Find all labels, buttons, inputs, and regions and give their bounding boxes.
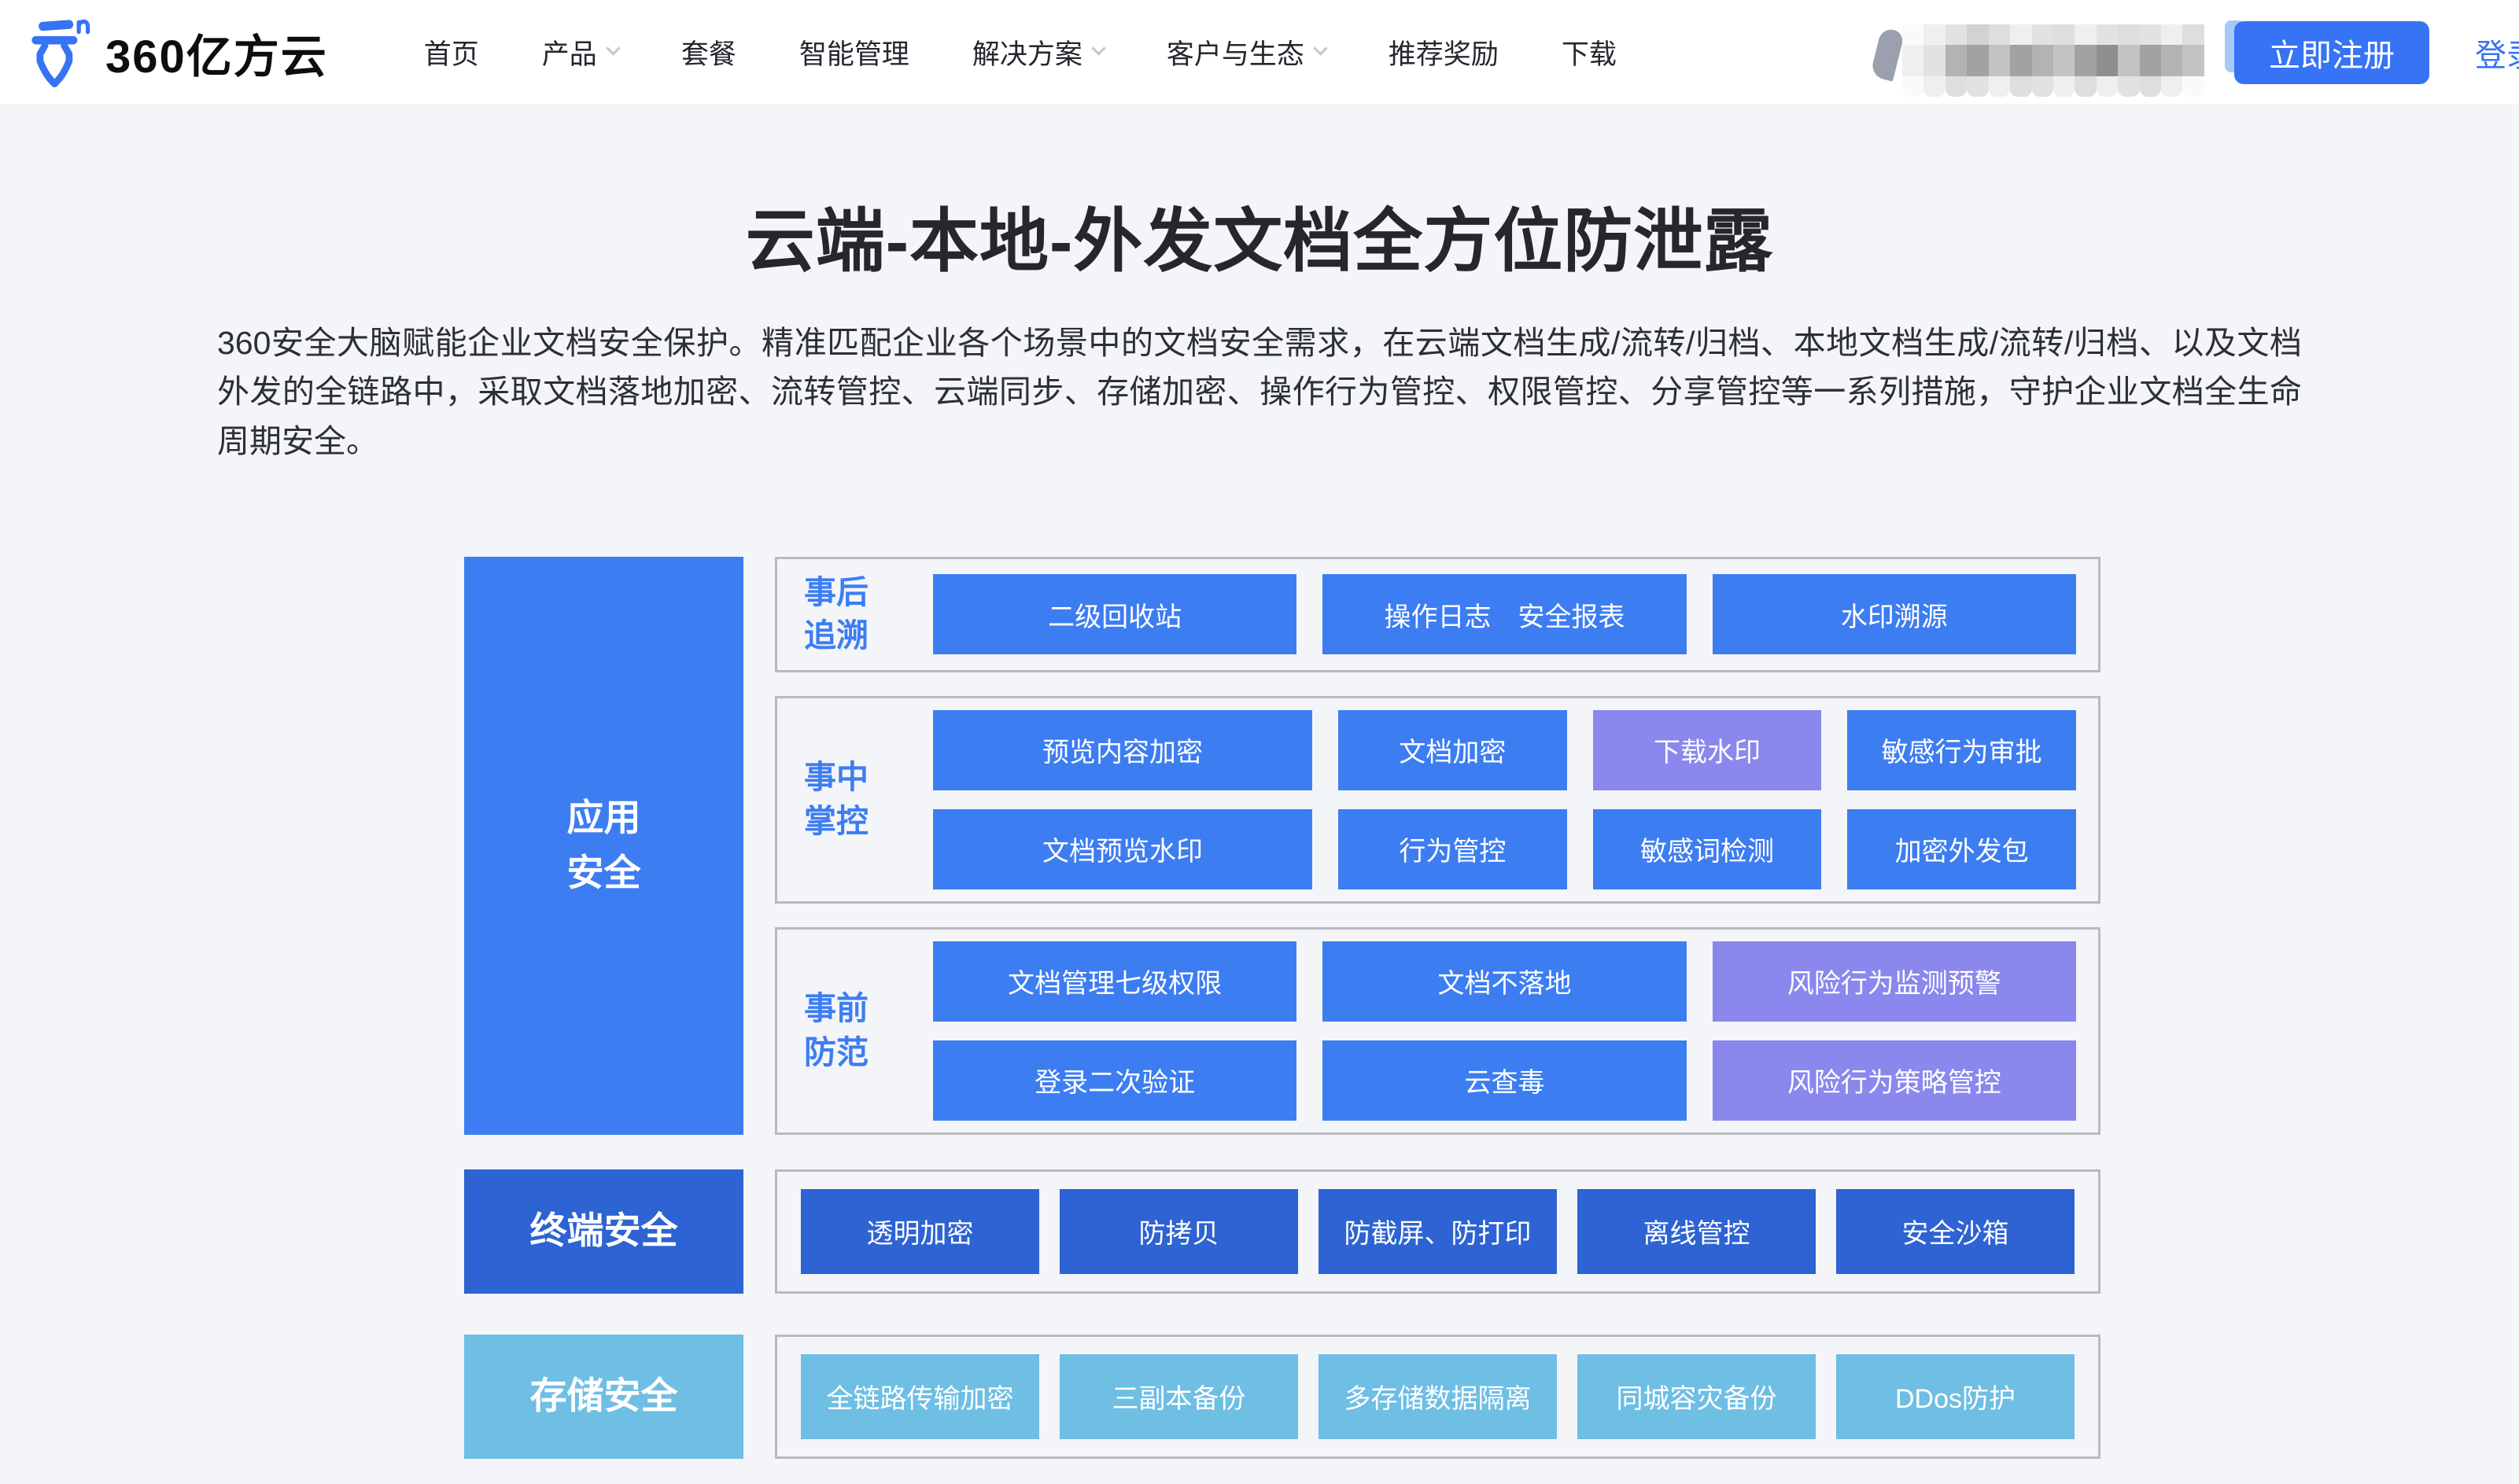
feature-box: 行为管控 — [1338, 808, 1567, 889]
panel-post-event-tracing: 事后追溯 二级回收站 操作日志 安全报表 水印溯源 — [775, 556, 2100, 672]
feature-box: DDos防护 — [1836, 1353, 2075, 1439]
storage-security-group: 存储安全 全链路传输加密 三副本备份 多存储数据隔离 同城容灾备份 DDos防护 — [464, 1334, 2100, 1459]
panel-in-process-control: 事中掌控 预览内容加密 文档加密 下载水印 敏感行为审批 文档预览水印 行为管控… — [775, 695, 2100, 904]
nav-item-products[interactable]: 产品 — [541, 32, 621, 72]
category-storage-security: 存储安全 — [464, 1334, 743, 1459]
feature-box: 离线管控 — [1577, 1188, 1816, 1274]
top-navigation-bar: 360亿方云 首页 产品 套餐 智能管理 解决方案 客户与生态 推荐奖励 下载 — [0, 0, 2519, 105]
feature-row: 透明加密 防拷贝 防截屏、防打印 离线管控 安全沙箱 — [801, 1188, 2075, 1274]
blurred-phone-icon — [1869, 26, 1905, 82]
panel-terminal-security: 透明加密 防拷贝 防截屏、防打印 离线管控 安全沙箱 — [775, 1169, 2100, 1294]
nav-item-download[interactable]: 下载 — [1562, 32, 1617, 72]
register-button[interactable]: 立即注册 — [2234, 20, 2429, 84]
feature-box: 二级回收站 — [933, 574, 1297, 655]
nav-item-solutions[interactable]: 解决方案 — [972, 32, 1106, 72]
nav-item-customers-ecosystem[interactable]: 客户与生态 — [1166, 32, 1328, 72]
nav-item-plans[interactable]: 套餐 — [681, 32, 736, 72]
page-title: 云端-本地-外发文档全方位防泄露 — [745, 202, 1774, 280]
feature-box-highlight: 风险行为策略管控 — [1712, 1040, 2076, 1121]
header-right: 立即注册 登录 — [1869, 17, 2519, 97]
blurred-phone-number — [1869, 17, 2204, 97]
feature-box: 登录二次验证 — [933, 1040, 1297, 1121]
nav-label: 套餐 — [680, 39, 736, 70]
feature-box: 预览内容加密 — [933, 709, 1312, 790]
feature-box-highlight: 下载水印 — [1592, 709, 1822, 790]
feature-box-highlight: 风险行为监测预警 — [1712, 941, 2076, 1022]
nav-label: 智能管理 — [798, 39, 909, 70]
security-architecture-diagram: 应用安全 事后追溯 二级回收站 操作日志 安全报表 水印溯源 — [464, 556, 2100, 1459]
feature-row: 登录二次验证 云查毒 风险行为策略管控 — [933, 1040, 2076, 1121]
panel-pre-event-prevention: 事前防范 文档管理七级权限 文档不落地 风险行为监测预警 登录二次验证 云查毒 … — [775, 926, 2100, 1135]
mosaic-row — [1902, 24, 2204, 45]
main-nav: 首页 产品 套餐 智能管理 解决方案 客户与生态 推荐奖励 下载 — [424, 32, 1617, 72]
panel-storage-security: 全链路传输加密 三副本备份 多存储数据隔离 同城容灾备份 DDos防护 — [775, 1334, 2100, 1459]
nav-label: 下载 — [1561, 39, 1617, 70]
application-security-group: 应用安全 事后追溯 二级回收站 操作日志 安全报表 水印溯源 — [464, 556, 2100, 1135]
feature-box: 全链路传输加密 — [801, 1353, 1039, 1439]
chevron-down-icon — [606, 41, 621, 56]
nav-item-referral-rewards[interactable]: 推荐奖励 — [1389, 32, 1499, 72]
category-terminal-security: 终端安全 — [464, 1169, 743, 1294]
feature-box: 防拷贝 — [1060, 1188, 1298, 1274]
chevron-down-icon — [1091, 41, 1106, 56]
page-description: 360安全大脑赋能企业文档安全保护。精准匹配企业各个场景中的文档安全需求，在云端… — [217, 325, 2302, 459]
logo-text: 360亿方云 — [105, 31, 328, 83]
feature-box: 文档预览水印 — [933, 808, 1312, 889]
feature-box: 加密外发包 — [1847, 808, 2077, 889]
category-application-security: 应用安全 — [464, 556, 743, 1135]
stage-label: 事前防范 — [804, 990, 869, 1070]
nav-item-home[interactable]: 首页 — [424, 32, 479, 72]
feature-box: 多存储数据隔离 — [1319, 1353, 1557, 1439]
logo[interactable]: 360亿方云 — [22, 15, 328, 90]
nav-label: 首页 — [423, 39, 479, 70]
mosaic-row — [1902, 44, 2204, 76]
feature-row: 全链路传输加密 三副本备份 多存储数据隔离 同城容灾备份 DDos防护 — [801, 1353, 2075, 1439]
stage-label: 事中掌控 — [804, 759, 869, 839]
logo-shield-pen-icon — [31, 19, 90, 87]
category-label: 应用安全 — [566, 796, 641, 894]
feature-box: 文档加密 — [1338, 709, 1567, 790]
application-security-panels: 事后追溯 二级回收站 操作日志 安全报表 水印溯源 事中掌控 预览内 — [775, 556, 2100, 1135]
terminal-security-group: 终端安全 透明加密 防拷贝 防截屏、防打印 离线管控 安全沙箱 — [464, 1169, 2100, 1294]
mosaic-row — [1902, 75, 2204, 97]
feature-box: 同城容灾备份 — [1577, 1353, 1816, 1439]
nav-item-smart-management[interactable]: 智能管理 — [799, 32, 909, 72]
feature-box: 透明加密 — [801, 1188, 1039, 1274]
feature-box: 文档不落地 — [1322, 941, 1687, 1022]
nav-label: 推荐奖励 — [1388, 39, 1499, 70]
mosaic-blocks — [1902, 24, 2204, 97]
feature-box: 三副本备份 — [1060, 1353, 1298, 1439]
feature-box: 操作日志 安全报表 — [1322, 574, 1687, 655]
feature-box: 文档管理七级权限 — [933, 941, 1297, 1022]
feature-box: 云查毒 — [1322, 1040, 1687, 1121]
feature-row: 二级回收站 操作日志 安全报表 水印溯源 — [933, 574, 2076, 655]
feature-box: 敏感行为审批 — [1847, 709, 2077, 790]
feature-box: 安全沙箱 — [1836, 1188, 2075, 1274]
stage-label: 事后追溯 — [804, 573, 869, 654]
feature-row: 预览内容加密 文档加密 下载水印 敏感行为审批 — [933, 709, 2077, 790]
login-link[interactable]: 登录 — [2475, 38, 2519, 73]
nav-label: 客户与生态 — [1166, 39, 1304, 70]
chevron-down-icon — [1313, 41, 1328, 56]
nav-label: 解决方案 — [972, 39, 1082, 70]
feature-box: 水印溯源 — [1712, 574, 2076, 655]
feature-row: 文档预览水印 行为管控 敏感词检测 加密外发包 — [933, 808, 2077, 889]
feature-row: 文档管理七级权限 文档不落地 风险行为监测预警 — [933, 941, 2076, 1022]
nav-label: 产品 — [541, 39, 597, 70]
feature-box: 敏感词检测 — [1592, 808, 1822, 889]
feature-box: 防截屏、防打印 — [1319, 1188, 1557, 1274]
